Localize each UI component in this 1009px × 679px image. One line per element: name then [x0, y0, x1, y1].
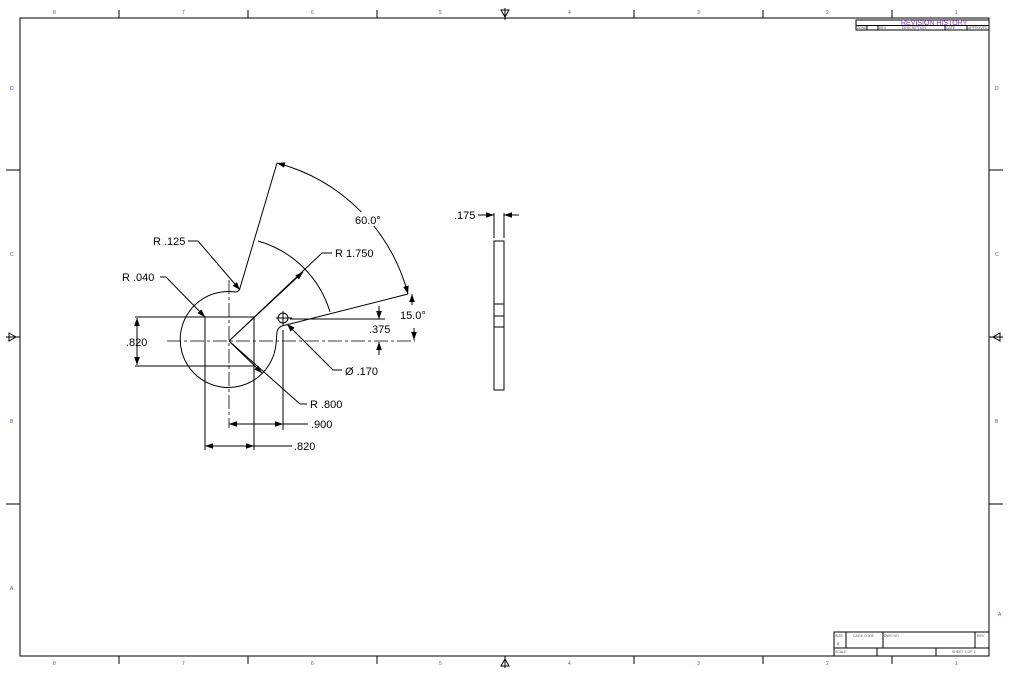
- part-outline: [179, 162, 409, 388]
- title-block: SIZE B CAGE CODE DWG NO REV SCALE SHEET …: [833, 631, 990, 657]
- revision-header: DATE: [946, 26, 956, 30]
- cage-code-label: CAGE CODE: [853, 634, 875, 638]
- diameter-170-dimension: Ø .170: [345, 366, 378, 378]
- revision-header: DESCRIPTION: [902, 26, 926, 30]
- size-value: B: [837, 642, 840, 646]
- part-side-view: .175: [454, 210, 519, 391]
- radius-800-dimension: R .800: [310, 399, 342, 411]
- column-labels-top: 8 7 6 5 4 3 2 1: [53, 10, 958, 16]
- distance-375-dimension: .375: [369, 324, 390, 336]
- column-label: 4: [568, 10, 571, 16]
- row-label: C: [10, 252, 14, 258]
- radius-1750-dimension: R 1.750: [335, 248, 374, 260]
- height-820-dimension: .820: [126, 337, 147, 349]
- dwg-no-label: DWG NO: [884, 634, 899, 638]
- column-label: 8: [53, 10, 56, 16]
- radius-040-dimension: R .040: [122, 272, 154, 284]
- angle-60-dimension: 60.0°: [355, 215, 381, 227]
- column-label: 2: [826, 10, 829, 16]
- row-label: D: [10, 86, 14, 92]
- row-label: A: [998, 612, 1002, 618]
- inner-arc: [257, 240, 331, 313]
- column-label: 8: [53, 661, 56, 667]
- column-label: 1: [955, 10, 958, 16]
- scale-label: SCALE: [835, 650, 847, 654]
- row-label: C: [995, 252, 999, 258]
- rev-label: REV: [977, 634, 985, 638]
- part-front-view: [135, 162, 415, 450]
- column-label: 5: [439, 10, 442, 16]
- angle-15-dimension: 15.0°: [400, 310, 426, 322]
- column-label: 7: [182, 661, 185, 667]
- column-label: 6: [311, 661, 314, 667]
- row-label: A: [10, 586, 14, 592]
- square-feature: [135, 316, 255, 450]
- revision-block: REVISION HISTORY ZONE REV DESCRIPTION DA…: [855, 19, 990, 31]
- revision-header: ZONE: [857, 26, 867, 30]
- column-label: 3: [697, 661, 700, 667]
- dimensions: 60.0° R .125 R .040 R 1.750 .820 .375 15…: [122, 162, 426, 453]
- column-label: 3: [697, 10, 700, 16]
- thickness-175-dimension: .175: [454, 210, 475, 222]
- column-label: 5: [439, 661, 442, 667]
- zone-ticks: [6, 10, 1003, 664]
- sheet-label: SHEET 1 OF 1: [952, 650, 975, 654]
- column-label: 1: [955, 661, 958, 667]
- row-labels: D C B A D C B A: [10, 86, 1002, 618]
- column-label: 7: [182, 10, 185, 16]
- column-label: 6: [311, 10, 314, 16]
- row-label: D: [995, 86, 999, 92]
- centering-arrow-icons: [6, 8, 1003, 668]
- distance-900-dimension: .900: [311, 419, 332, 431]
- revision-header: REV: [879, 26, 887, 30]
- center-lines: [167, 280, 415, 428]
- revision-title: REVISION HISTORY: [901, 20, 968, 27]
- row-label: B: [995, 419, 999, 425]
- radius-125-dimension: R .125: [153, 236, 185, 248]
- column-label: 4: [568, 661, 571, 667]
- revision-header: APPROVED: [968, 26, 988, 30]
- column-labels-bottom: 8 7 6 5 4 3 2 1: [53, 661, 958, 667]
- row-label: B: [10, 419, 14, 425]
- size-label: SIZE: [835, 634, 843, 638]
- width-820-dimension: .820: [294, 441, 315, 453]
- column-label: 2: [826, 661, 829, 667]
